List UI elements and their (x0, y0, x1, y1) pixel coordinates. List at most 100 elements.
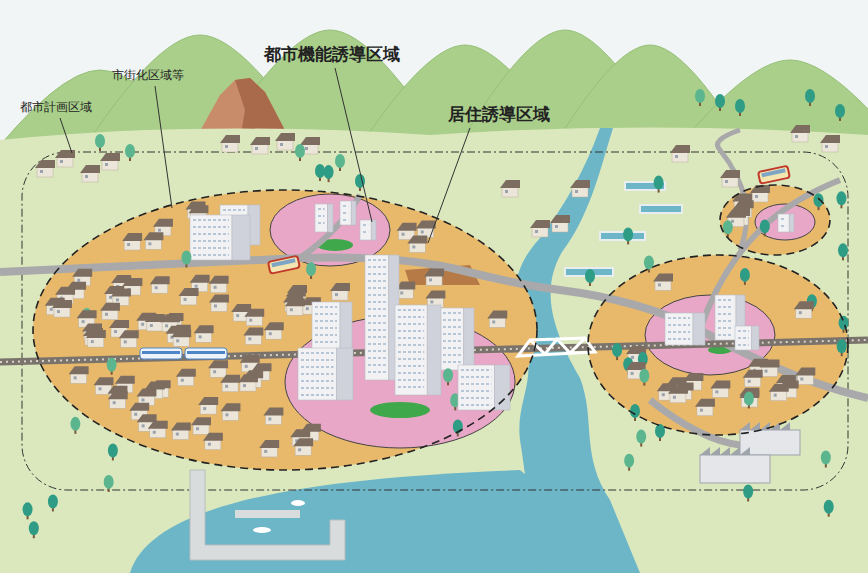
house-roof (129, 403, 149, 411)
house-wall (193, 424, 209, 434)
house (198, 397, 218, 414)
building (778, 214, 794, 232)
tree (453, 419, 463, 436)
house-wall (210, 367, 226, 377)
house-wall (277, 140, 293, 150)
tree (835, 104, 845, 121)
building-windows (368, 350, 386, 352)
building (458, 365, 510, 410)
tree-crown (107, 358, 117, 372)
building-windows (318, 208, 325, 210)
house-window (142, 424, 145, 427)
house (407, 235, 427, 252)
house-roof (626, 362, 646, 370)
house-wall (745, 377, 761, 387)
house-roof (710, 380, 730, 388)
park (370, 402, 430, 418)
house-window (248, 337, 251, 340)
tree-crown (585, 269, 595, 283)
house-window (505, 190, 508, 193)
tree-crown (29, 521, 39, 535)
building-windows (718, 306, 733, 308)
tree (654, 176, 664, 193)
building-front (715, 295, 736, 340)
house (769, 384, 789, 401)
house (668, 386, 688, 403)
tree-crown (837, 339, 847, 353)
building (360, 220, 376, 240)
house-wall (37, 167, 53, 177)
house-roof (407, 235, 427, 243)
tree-crown (324, 165, 334, 179)
building-windows (443, 333, 461, 335)
house-window (255, 147, 258, 150)
house-wall (397, 288, 413, 298)
bus (268, 256, 300, 274)
house (171, 329, 191, 346)
building-windows (718, 327, 733, 329)
house-roof (194, 325, 214, 333)
house-roof (530, 220, 550, 228)
building-windows (301, 373, 334, 375)
building-windows (368, 273, 386, 275)
house-wall (287, 305, 303, 315)
building-windows (443, 319, 461, 321)
house-window (236, 314, 239, 317)
tree-crown (836, 191, 846, 205)
house-wall (246, 316, 262, 326)
house-roof (285, 298, 305, 306)
tree-crown (623, 227, 633, 241)
house-window (98, 387, 101, 390)
house-wall (205, 440, 221, 450)
building-windows (363, 231, 368, 233)
building-side (232, 215, 250, 260)
tree-crown (335, 154, 345, 168)
tree-crown (838, 243, 848, 257)
tree (181, 251, 191, 268)
house (710, 380, 730, 397)
building-front (298, 348, 337, 400)
house-window (181, 379, 184, 382)
house-window (421, 230, 424, 233)
tree (324, 165, 334, 182)
house-window (208, 443, 211, 446)
building (440, 308, 474, 370)
house (80, 165, 100, 182)
house (500, 180, 520, 197)
house-window (631, 372, 634, 375)
house-window (305, 147, 308, 150)
tree (95, 134, 105, 151)
tree (107, 358, 117, 375)
tree (104, 475, 114, 492)
house-window (658, 283, 661, 286)
house-window (165, 324, 168, 327)
house-wall (409, 242, 425, 252)
tree-crown (443, 368, 453, 382)
house-wall (173, 336, 189, 346)
house-wall (572, 187, 588, 197)
factory (700, 455, 770, 483)
house-wall (672, 152, 688, 162)
tree (335, 154, 345, 171)
house (148, 421, 168, 438)
house-roof (122, 233, 142, 241)
tree (805, 89, 815, 106)
house-wall (762, 367, 778, 377)
building-windows (301, 366, 334, 368)
house-window (153, 431, 156, 434)
building-windows (368, 357, 386, 359)
building-windows (301, 380, 334, 382)
building-windows (398, 379, 424, 381)
house-window (82, 320, 85, 323)
house (209, 276, 229, 293)
house-wall (147, 321, 163, 331)
house-wall (88, 337, 104, 347)
house-roof (86, 330, 106, 338)
house-window (575, 190, 578, 193)
building-windows (193, 226, 229, 228)
house (293, 438, 313, 455)
tree-crown (636, 430, 646, 444)
house-window (290, 308, 293, 311)
building-windows (368, 371, 386, 373)
